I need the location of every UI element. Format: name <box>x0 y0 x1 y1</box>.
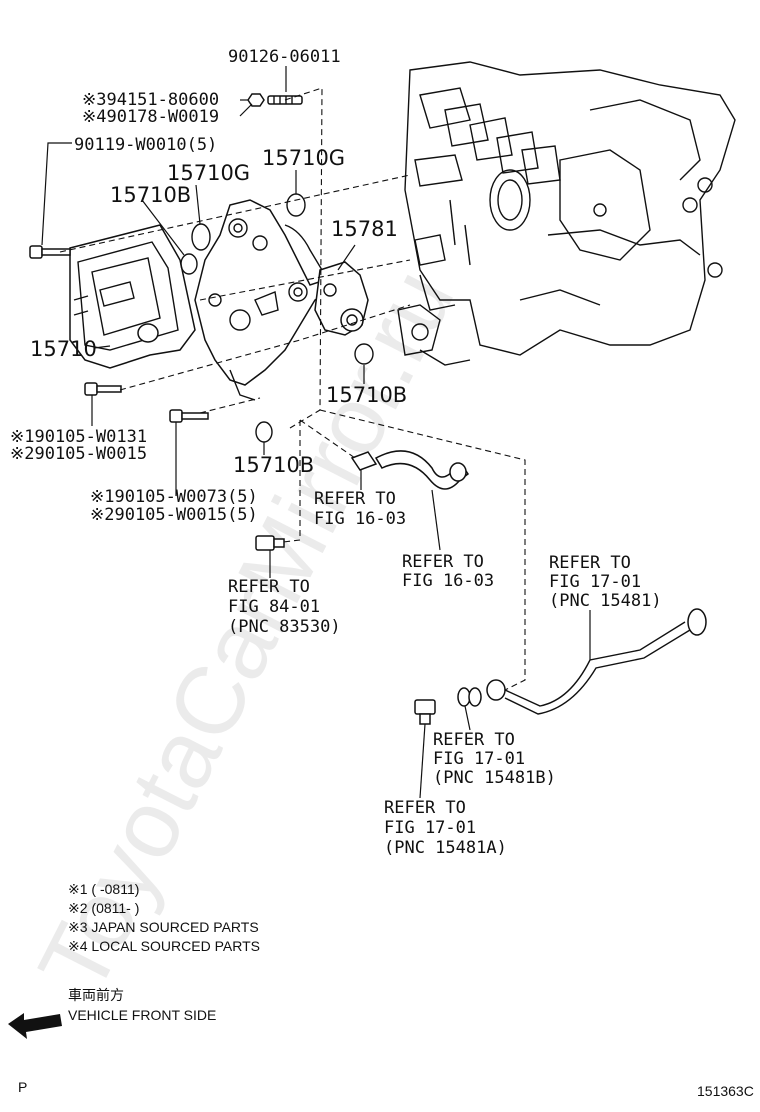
svg-text:(PNC 83530): (PNC 83530) <box>228 617 341 637</box>
gasket[interactable] <box>457 687 482 707</box>
o-ring-15710b-lower[interactable] <box>255 421 273 443</box>
union-bolt[interactable] <box>414 699 436 725</box>
label-90105-w0015-5: ※290105-W0015(5) <box>90 505 258 525</box>
svg-text:REFER TO: REFER TO <box>384 798 466 818</box>
label-90126-06011: 90126-06011 <box>228 47 341 67</box>
figure-id: 151363C <box>697 1083 754 1099</box>
svg-text:FIG 16-03: FIG 16-03 <box>402 571 494 591</box>
label-90178-w0019: ※490178-W0019 <box>82 107 219 127</box>
svg-text:FIG 17-01: FIG 17-01 <box>549 572 641 592</box>
ref-fig-16-03-clamp[interactable]: REFER TO FIG 16-03 <box>314 489 406 529</box>
ref-fig-16-03-hose[interactable]: REFER TO FIG 16-03 <box>402 552 494 591</box>
label-15710g-left: 15710G <box>167 161 250 185</box>
svg-text:(PNC 15481): (PNC 15481) <box>549 591 662 611</box>
hose-clamp[interactable] <box>350 451 378 471</box>
direction-label-jp: 車両前方 <box>68 987 124 1003</box>
svg-text:FIG 84-01: FIG 84-01 <box>228 597 320 617</box>
ref-fig-17-01-gasket[interactable]: REFER TO FIG 17-01 (PNC 15481B) <box>433 730 556 788</box>
leader-lines <box>41 66 591 799</box>
o-ring-15710g-right[interactable] <box>286 193 306 217</box>
label-15781: 15781 <box>331 217 398 241</box>
svg-text:REFER TO: REFER TO <box>402 552 484 572</box>
oil-cooler-cover[interactable] <box>194 199 331 401</box>
direction-label-en: VEHICLE FRONT SIDE <box>68 1007 216 1023</box>
o-ring-15710g-left[interactable] <box>191 223 211 251</box>
svg-text:FIG 16-03: FIG 16-03 <box>314 509 406 529</box>
engine-block-illustration <box>397 61 736 366</box>
corner-marker: P <box>18 1079 27 1095</box>
label-15710b-upper: 15710B <box>110 183 191 207</box>
svg-text:REFER TO: REFER TO <box>228 577 310 597</box>
ref-fig-17-01-pipe[interactable]: REFER TO FIG 17-01 (PNC 15481) <box>549 553 662 611</box>
bolt-left-middle[interactable] <box>84 382 122 396</box>
footnote-2: ※2 (0811- ) <box>68 900 139 916</box>
label-15710b-lower: 15710B <box>233 453 314 477</box>
label-15710: 15710 <box>30 337 97 361</box>
oil-cooler-assy[interactable] <box>69 224 196 369</box>
svg-text:FIG 17-01: FIG 17-01 <box>384 818 476 838</box>
ref-fig-17-01-bolt[interactable]: REFER TO FIG 17-01 (PNC 15481A) <box>384 798 507 858</box>
footnote-3: ※3 JAPAN SOURCED PARTS <box>68 919 259 935</box>
water-hose[interactable] <box>374 450 470 490</box>
svg-text:FIG 17-01: FIG 17-01 <box>433 749 525 769</box>
o-ring-15710b-right[interactable] <box>354 343 374 365</box>
arrow-left-icon <box>8 1013 62 1039</box>
footnote-4: ※4 LOCAL SOURCED PARTS <box>68 938 260 954</box>
footnote-1: ※1 ( -0811) <box>68 881 139 897</box>
svg-text:REFER TO: REFER TO <box>314 489 396 509</box>
water-outlet-pipe[interactable] <box>284 224 369 336</box>
bolt-lower[interactable] <box>169 409 209 423</box>
svg-text:REFER TO: REFER TO <box>549 553 631 573</box>
label-90105-w0131: ※190105-W0131 <box>10 427 147 447</box>
svg-text:(PNC 15481B): (PNC 15481B) <box>433 768 556 788</box>
label-90119-w0010: 90119-W0010(5) <box>74 135 217 155</box>
label-15710b-right: 15710B <box>326 383 407 407</box>
dashed-alignment-lines <box>59 87 526 691</box>
ref-fig-84-01[interactable]: REFER TO FIG 84-01 (PNC 83530) <box>228 577 341 637</box>
oil-cooler-pipe[interactable] <box>486 608 707 715</box>
nut[interactable] <box>247 93 265 107</box>
svg-text:(PNC 15481A): (PNC 15481A) <box>384 838 507 858</box>
label-90105-w0015: ※290105-W0015 <box>10 444 147 464</box>
label-94151-80600: ※394151-80600 <box>82 90 219 110</box>
label-90105-w0073: ※190105-W0073(5) <box>90 487 258 507</box>
bolt-upper-left[interactable] <box>29 245 71 259</box>
label-15710g-right: 15710G <box>262 146 345 170</box>
o-ring-15710b-upper[interactable] <box>180 253 198 275</box>
footnotes: ※1 ( -0811) ※2 (0811- ) ※3 JAPAN SOURCED… <box>68 881 260 954</box>
oil-pressure-switch[interactable] <box>255 535 285 551</box>
svg-text:REFER TO: REFER TO <box>433 730 515 750</box>
